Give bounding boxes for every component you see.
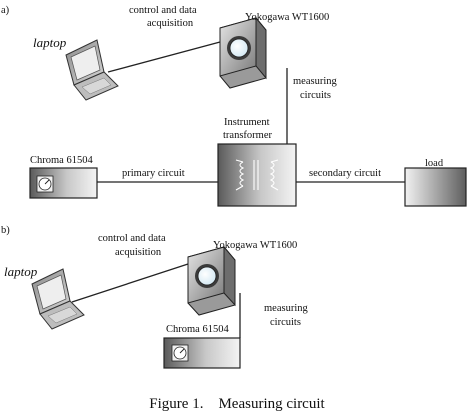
load-box [404,167,467,207]
control-label-line2: acquisition [115,247,162,258]
control-label-line1: control and data [129,5,197,16]
transformer-symbol-icon [235,159,279,191]
laptop-label: laptop [4,264,38,279]
laptop-icon [65,39,119,101]
control-label-line2: acquisition [147,18,194,29]
control-wire-a [107,41,221,73]
meter-label: Yokogawa WT1600 [213,240,297,251]
measuring-label-line1: measuring [293,76,337,87]
primary-circuit-label: primary circuit [122,168,185,179]
source-label: Chroma 61504 [30,155,93,166]
chroma-source-box [163,337,241,369]
transformer-label-line1: Instrument [224,117,270,128]
control-label-line1: control and data [98,233,166,244]
measuring-label-line2: circuits [270,317,301,328]
panel-a-tag: a) [1,5,10,16]
yokogawa-meter-icon [219,16,267,89]
laptop-icon [31,268,85,330]
panel-b-tag: b) [1,225,10,236]
control-wire-b [71,263,189,303]
figure-caption: Figure 1. Measuring circuit [149,396,325,412]
source-label: Chroma 61504 [166,324,229,335]
measuring-label-line1: measuring [264,303,308,314]
yokogawa-meter-icon [187,245,236,316]
load-label: load [425,158,444,169]
transformer-label-line2: transformer [223,130,272,141]
instrument-transformer-box [217,143,297,207]
chroma-source-box [29,167,98,199]
secondary-circuit-label: secondary circuit [309,168,381,179]
measuring-label-line2: circuits [300,90,331,101]
meter-label: Yokogawa WT1600 [245,12,329,23]
laptop-label: laptop [33,35,67,50]
